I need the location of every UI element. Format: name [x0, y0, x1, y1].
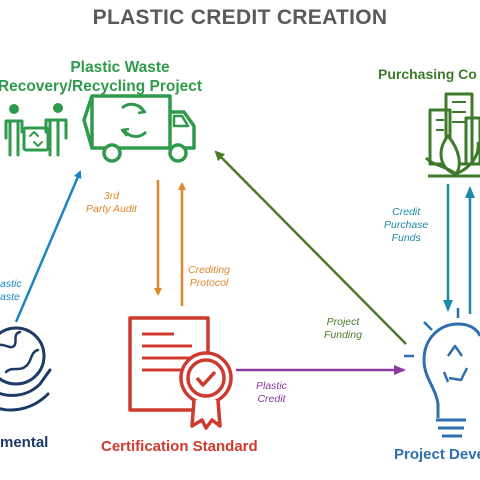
recycling-truck-icon: [82, 94, 196, 163]
certificate-icon: [128, 316, 233, 430]
credit-purchase-funds-label-line2: Purchase: [384, 219, 429, 231]
plastic-waste-arrow: [14, 170, 82, 323]
people-with-bin-icon: [4, 103, 68, 157]
project-funding-label: Project Funding: [324, 316, 362, 342]
credit-purchase-funds-label-line1: Credit: [392, 206, 421, 218]
project-developer-title: Project Deve: [394, 446, 480, 463]
crediting-protocol-label-line2: Protocol: [189, 277, 229, 289]
third-party-audit-label-line1: 3rd: [103, 190, 120, 202]
environmental-title: mental: [0, 434, 49, 451]
plastic-credit-label: Plastic Credit: [256, 380, 287, 406]
plastic-waste-label-line1: astic: [0, 278, 22, 290]
recycling-project-title: Plastic Waste Recovery/Recycling Project: [0, 58, 240, 96]
crediting-protocol-label: Crediting Protocol: [188, 264, 230, 290]
project-funding-arrow: [214, 150, 407, 345]
third-party-audit-label: 3rd Party Audit: [86, 190, 137, 216]
certification-standard-title: Certification Standard: [101, 438, 258, 455]
purchasing-company-title: Purchasing Co: [378, 66, 477, 82]
recycling-project-title-line1: Plastic Waste: [70, 59, 170, 76]
project-funding-label-line2: Funding: [324, 329, 362, 341]
city-buildings-leaf-icon: [424, 92, 480, 178]
crediting-protocol-label-line1: Crediting: [188, 264, 231, 276]
credit-purchase-funds-label-line3: Funds: [391, 232, 421, 244]
globe-hand-icon: [0, 326, 52, 412]
project-funding-label-line1: Project: [326, 316, 360, 328]
credit-purchase-funds-label: Credit Purchase Funds: [384, 206, 428, 245]
plastic-credit-label-line1: Plastic: [256, 380, 287, 392]
plastic-waste-label-line2: aste: [0, 291, 20, 303]
plastic-waste-label: astic aste: [0, 278, 22, 304]
lightbulb-recycle-icon: [404, 308, 480, 438]
plastic-credit-label-line2: Credit: [257, 393, 286, 405]
third-party-audit-label-line2: Party Audit: [86, 203, 137, 215]
diagram-title: PLASTIC CREDIT CREATION: [92, 6, 388, 29]
recycling-project-title-line2: Recovery/Recycling Project: [0, 78, 203, 95]
